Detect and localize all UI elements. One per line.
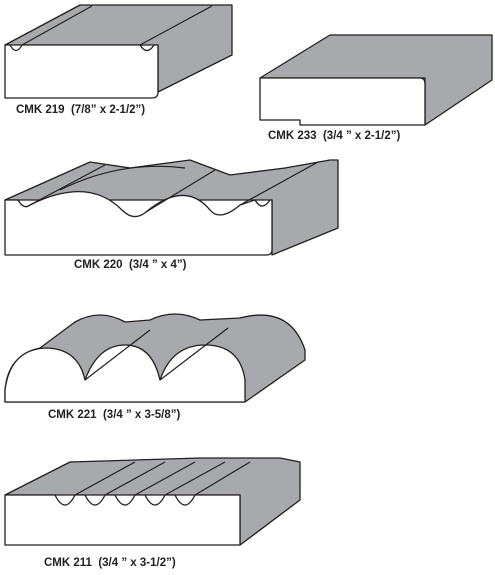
- profile-cmk-220: [4, 159, 339, 256]
- profile-groove-line: [139, 5, 213, 46]
- profile-groove-line: [164, 461, 226, 496]
- profile-code: CMK 211: [44, 557, 92, 569]
- profile-cmk-219: [4, 4, 233, 99]
- profile-size: (3/4 ” x 3-5/8”): [102, 409, 181, 421]
- profile-cmk-233: [259, 34, 493, 126]
- profile-front-face: [4, 494, 241, 546]
- profile-front-face: [4, 44, 159, 99]
- profile-size: (3/4 ” x 3-1/2”): [98, 557, 176, 569]
- profile-front-face: [4, 191, 273, 256]
- profile-groove-line: [194, 461, 251, 496]
- profile-code: CMK 233: [268, 130, 317, 142]
- profile-code: CMK 220: [74, 259, 123, 271]
- profile-groove-line: [104, 461, 166, 496]
- profile-front-face: [259, 77, 426, 126]
- profile-groove-line: [145, 169, 216, 213]
- label-cmk-233: CMK 233 (3/4 ” x 2-1/2”): [268, 130, 400, 142]
- profile-groove-line: [74, 461, 136, 496]
- profile-code: CMK 221: [48, 409, 97, 421]
- profile-groove-line: [29, 164, 106, 206]
- profile-cmk-211: [4, 457, 301, 546]
- label-cmk-221: CMK 221 (3/4 ” x 3-5/8”): [48, 409, 180, 421]
- profile-code: CMK 219: [16, 104, 65, 116]
- profile-size: (7/8” x 2-1/2”): [70, 104, 146, 116]
- profile-groove-line: [134, 461, 196, 496]
- profile-groove-line: [159, 327, 229, 381]
- label-cmk-220: CMK 220 (3/4 ” x 4”): [74, 259, 187, 271]
- profile-top-surface: [259, 34, 493, 126]
- label-cmk-211: CMK 211 (3/4 ” x 3-1/2”): [44, 557, 176, 569]
- profile-groove-line: [21, 5, 93, 46]
- profile-front-face: [4, 344, 246, 403]
- profile-groove-line: [59, 165, 186, 191]
- profile-groove-line: [239, 161, 319, 206]
- profile-size: (3/4 ” x 4”): [128, 259, 187, 271]
- profile-size: (3/4 ” x 2-1/2”): [322, 130, 401, 142]
- profile-cmk-221: [4, 313, 306, 403]
- label-cmk-219: CMK 219 (7/8” x 2-1/2”): [16, 104, 145, 116]
- profile-groove-line: [84, 329, 151, 381]
